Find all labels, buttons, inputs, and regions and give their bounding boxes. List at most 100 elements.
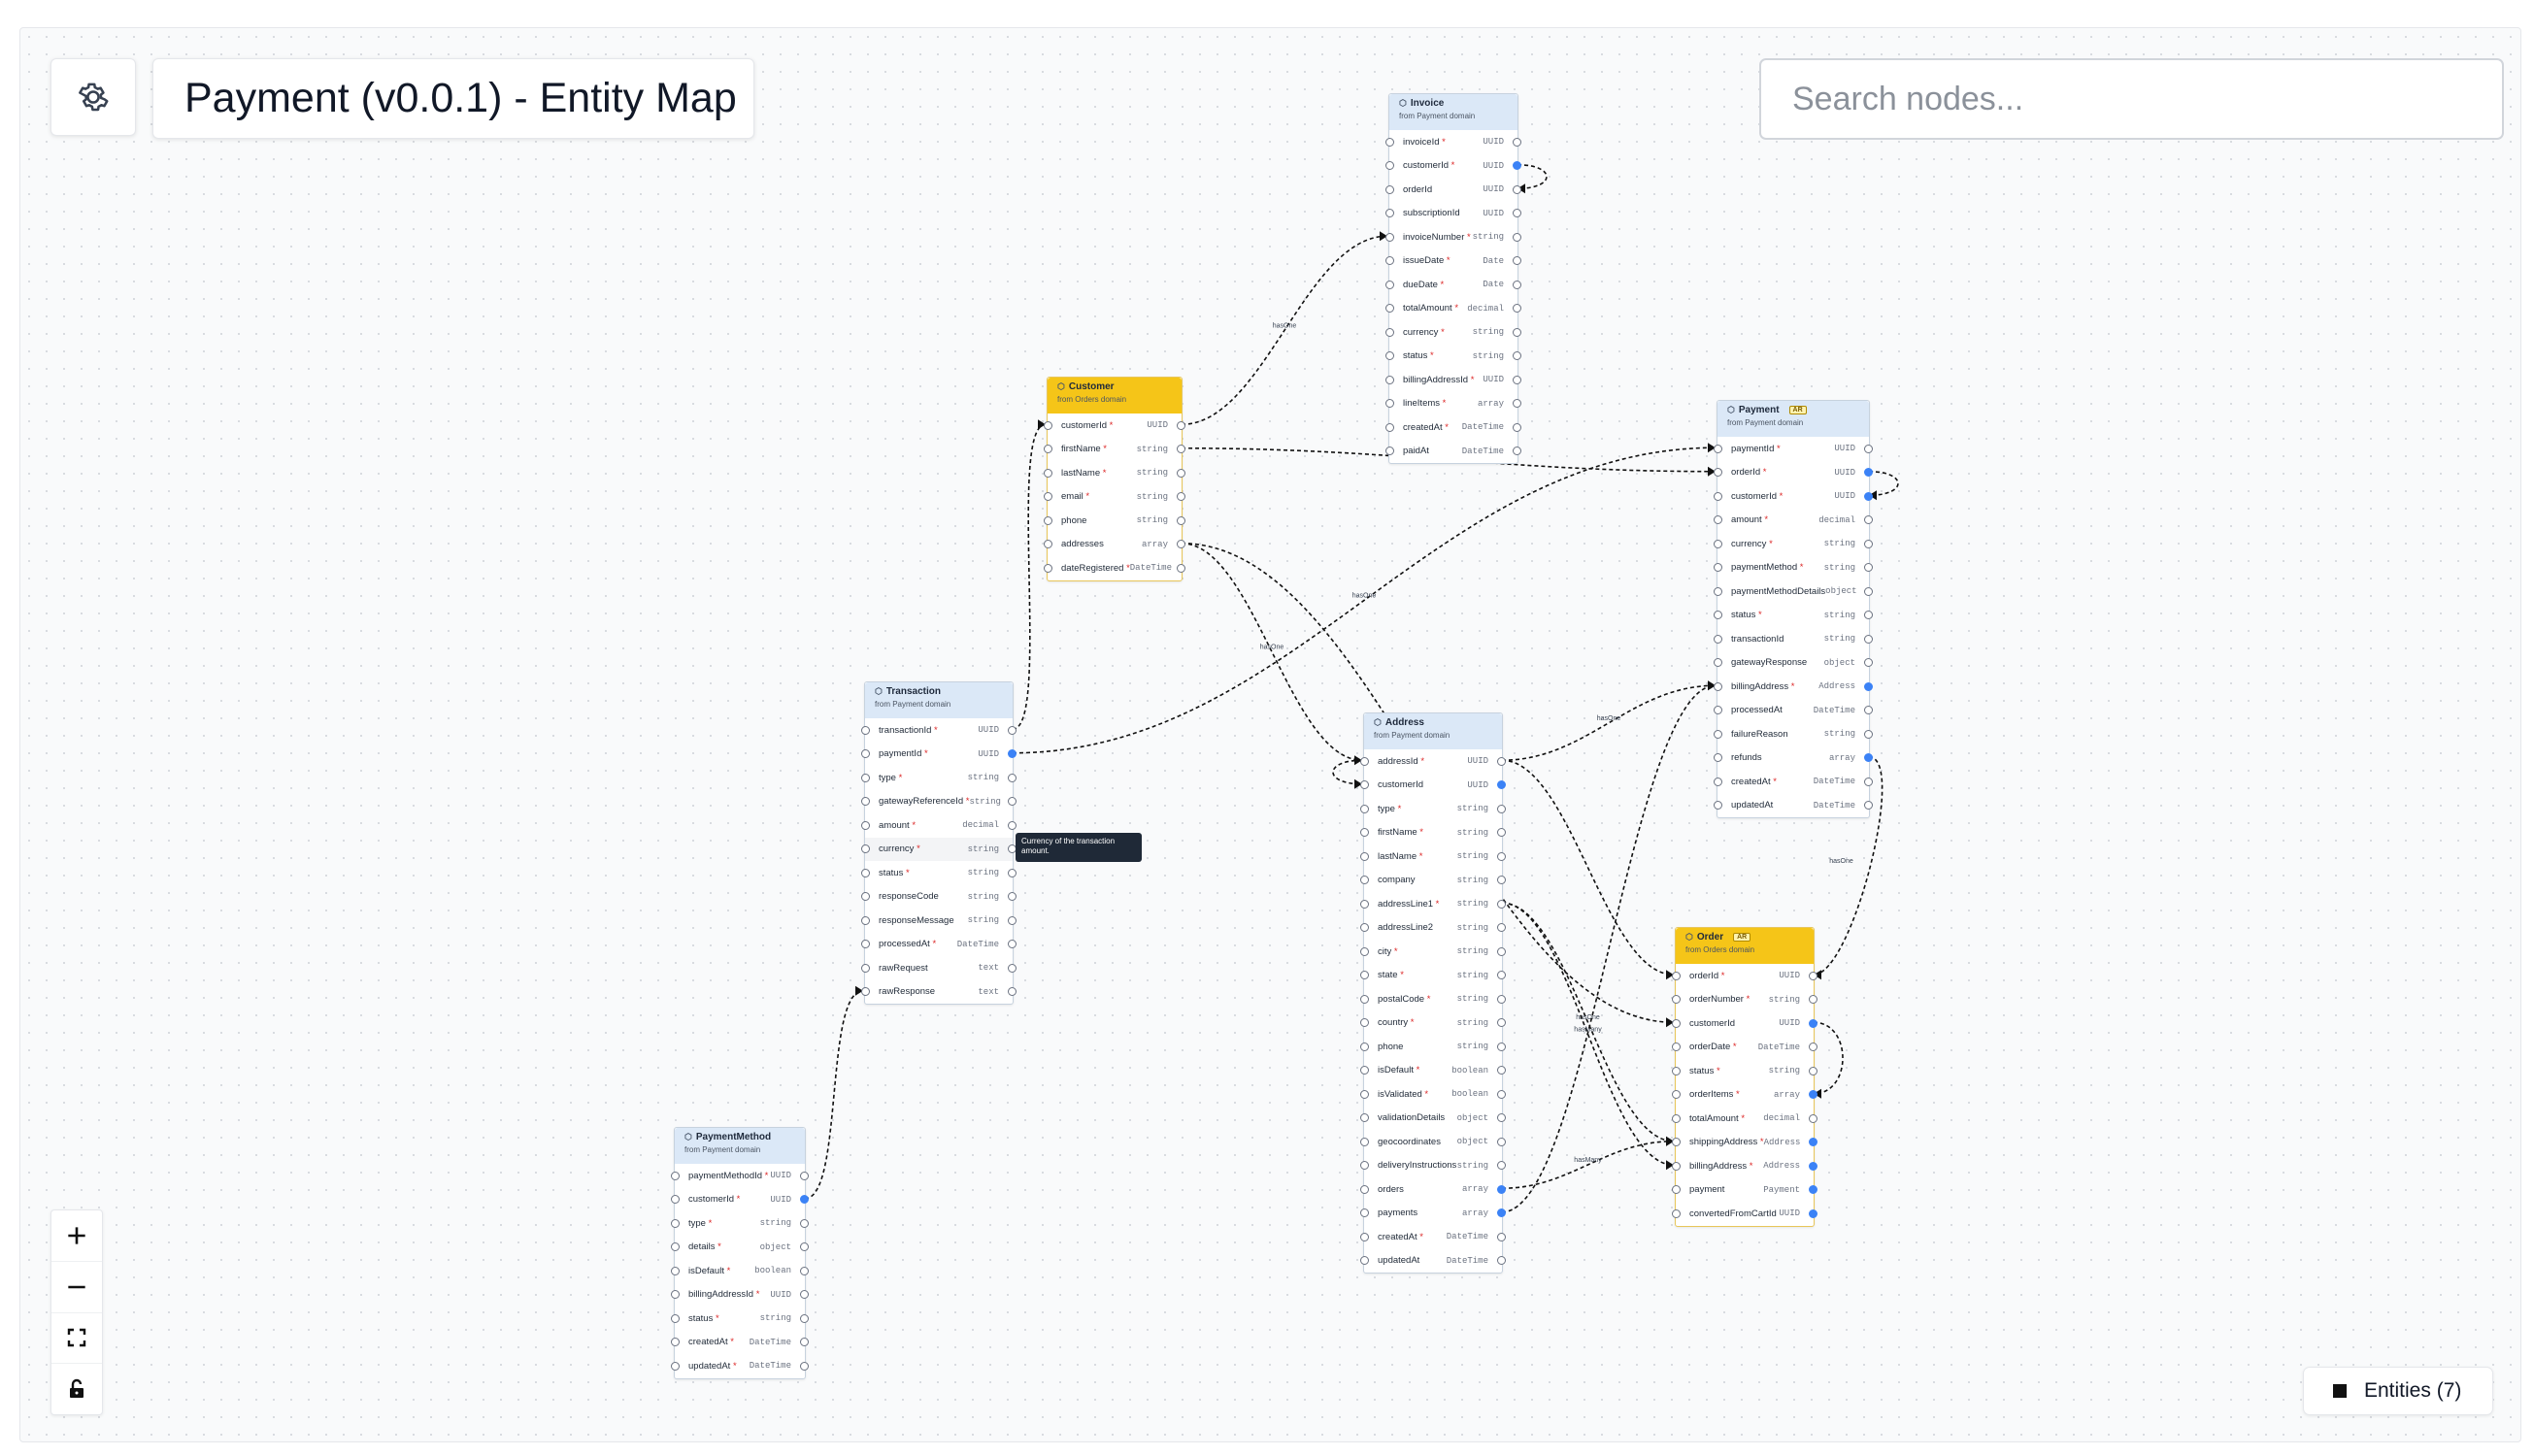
source-handle[interactable] xyxy=(1809,1018,1817,1028)
target-handle[interactable] xyxy=(1714,563,1722,573)
source-handle[interactable] xyxy=(1177,420,1185,430)
source-handle[interactable] xyxy=(1008,987,1017,997)
target-handle[interactable] xyxy=(1360,851,1369,861)
field-row[interactable]: orderNumber *string xyxy=(1672,988,1817,1012)
source-handle[interactable] xyxy=(1513,209,1521,218)
field-row[interactable]: lineItems *array xyxy=(1385,392,1521,416)
target-handle[interactable] xyxy=(1714,468,1722,478)
target-handle[interactable] xyxy=(1385,209,1394,218)
source-handle[interactable] xyxy=(1513,447,1521,456)
field-row[interactable]: customerId *UUID xyxy=(671,1188,809,1212)
field-row[interactable]: lastName *string xyxy=(1360,844,1506,869)
source-handle[interactable] xyxy=(1497,1137,1506,1146)
target-handle[interactable] xyxy=(1360,946,1369,956)
field-row[interactable]: details *object xyxy=(671,1236,809,1260)
source-handle[interactable] xyxy=(1008,892,1017,902)
target-handle[interactable] xyxy=(1385,232,1394,242)
target-handle[interactable] xyxy=(1385,184,1394,194)
target-handle[interactable] xyxy=(671,1218,680,1228)
source-handle[interactable] xyxy=(1497,756,1506,766)
field-row[interactable]: dateRegistered *DateTime xyxy=(1044,556,1185,580)
field-row[interactable]: type *string xyxy=(671,1211,809,1236)
field-row[interactable]: issueDate *Date xyxy=(1385,249,1521,274)
source-handle[interactable] xyxy=(1864,539,1873,548)
target-handle[interactable] xyxy=(671,1361,680,1371)
field-row[interactable]: orderItems *array xyxy=(1672,1083,1817,1108)
source-handle[interactable] xyxy=(800,1266,809,1275)
target-handle[interactable] xyxy=(1672,971,1681,980)
target-handle[interactable] xyxy=(861,868,870,877)
target-handle[interactable] xyxy=(1360,828,1369,838)
target-handle[interactable] xyxy=(1385,304,1394,314)
source-handle[interactable] xyxy=(1497,899,1506,909)
source-handle[interactable] xyxy=(1809,1185,1817,1195)
source-handle[interactable] xyxy=(1809,1113,1817,1123)
target-handle[interactable] xyxy=(1714,801,1722,811)
source-handle[interactable] xyxy=(1513,184,1521,194)
target-handle[interactable] xyxy=(1360,804,1369,813)
field-row[interactable]: isDefault *boolean xyxy=(1360,1059,1506,1083)
field-row[interactable]: dueDate *Date xyxy=(1385,273,1521,297)
target-handle[interactable] xyxy=(1044,445,1052,454)
source-handle[interactable] xyxy=(1864,801,1873,811)
target-handle[interactable] xyxy=(671,1171,680,1180)
source-handle[interactable] xyxy=(1809,1066,1817,1075)
field-row[interactable]: invoiceNumber *string xyxy=(1385,225,1521,249)
source-handle[interactable] xyxy=(1008,725,1017,735)
target-handle[interactable] xyxy=(1385,256,1394,266)
source-handle[interactable] xyxy=(1497,1184,1506,1194)
target-handle[interactable] xyxy=(1360,1113,1369,1123)
source-handle[interactable] xyxy=(1513,280,1521,289)
source-handle[interactable] xyxy=(1497,828,1506,838)
target-handle[interactable] xyxy=(1714,586,1722,596)
source-handle[interactable] xyxy=(1497,1113,1506,1123)
target-handle[interactable] xyxy=(861,940,870,949)
source-handle[interactable] xyxy=(1864,586,1873,596)
target-handle[interactable] xyxy=(1385,422,1394,432)
field-row[interactable]: billingAddressId *UUID xyxy=(1385,368,1521,392)
field-row[interactable]: currency *string xyxy=(1714,532,1873,556)
field-row[interactable]: createdAt *DateTime xyxy=(1385,415,1521,440)
field-row[interactable]: status *string xyxy=(1714,604,1873,628)
source-handle[interactable] xyxy=(1177,492,1185,502)
source-handle[interactable] xyxy=(800,1242,809,1252)
target-handle[interactable] xyxy=(1714,634,1722,644)
target-handle[interactable] xyxy=(1672,1138,1681,1147)
target-handle[interactable] xyxy=(1044,515,1052,525)
source-handle[interactable] xyxy=(1177,445,1185,454)
field-row[interactable]: amount *decimal xyxy=(1714,509,1873,533)
source-handle[interactable] xyxy=(1513,351,1521,361)
field-row[interactable]: currency *string xyxy=(861,837,1017,861)
source-handle[interactable] xyxy=(1864,515,1873,525)
target-handle[interactable] xyxy=(671,1266,680,1275)
field-row[interactable]: status *string xyxy=(671,1307,809,1331)
target-handle[interactable] xyxy=(861,963,870,973)
source-handle[interactable] xyxy=(1497,1042,1506,1051)
source-handle[interactable] xyxy=(1497,1161,1506,1171)
settings-button[interactable] xyxy=(50,58,136,136)
field-row[interactable]: addressId *UUID xyxy=(1360,749,1506,774)
target-handle[interactable] xyxy=(1714,706,1722,715)
source-handle[interactable] xyxy=(1513,399,1521,409)
target-handle[interactable] xyxy=(1044,492,1052,502)
source-handle[interactable] xyxy=(1497,851,1506,861)
target-handle[interactable] xyxy=(671,1242,680,1252)
target-handle[interactable] xyxy=(1672,1090,1681,1100)
field-row[interactable]: firstName *string xyxy=(1044,438,1185,462)
lock-button[interactable] xyxy=(51,1364,102,1414)
field-row[interactable]: billingAddressId *UUID xyxy=(671,1283,809,1307)
field-row[interactable]: state *string xyxy=(1360,964,1506,988)
